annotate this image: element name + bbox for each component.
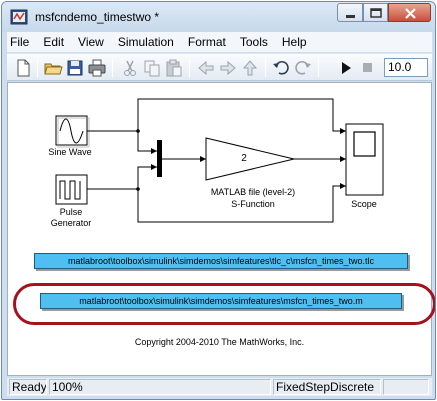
- m-file-link[interactable]: matlabroot\toolbox\simulink\simdemos\sim…: [40, 293, 402, 309]
- menu-bar: File Edit View Simulation Format Tools H…: [7, 32, 432, 52]
- toolbar-separator: [189, 59, 190, 77]
- menu-format[interactable]: Format: [187, 35, 226, 49]
- copyright-text: Copyright 2004-2010 The MathWorks, Inc.: [134, 337, 305, 347]
- gain-value: 2: [241, 153, 247, 164]
- sine-wave-block[interactable]: [55, 115, 90, 148]
- paste-icon[interactable]: [164, 58, 184, 78]
- block-diagram: [55, 98, 384, 223]
- start-simulation-icon[interactable]: [336, 58, 356, 78]
- cut-icon[interactable]: [120, 58, 140, 78]
- sfunction-label-line1: MATLAB file (level-2): [210, 187, 296, 197]
- toolbar-separator: [37, 59, 38, 77]
- minimize-button[interactable]: [337, 3, 363, 22]
- toolbar-separator: [265, 59, 266, 77]
- maximize-icon: [370, 8, 382, 18]
- status-solver: FixedStepDiscrete: [273, 379, 381, 395]
- stop-simulation-icon[interactable]: [358, 58, 378, 78]
- open-folder-icon[interactable]: [43, 58, 63, 78]
- new-model-icon[interactable]: [13, 58, 33, 78]
- pulse-generator-label-line2: Generator: [50, 218, 92, 228]
- arrowheads: [136, 128, 346, 191]
- sfunction-label-line2: S-Function: [231, 199, 275, 209]
- window-title: msfcndemo_timestwo *: [35, 10, 160, 24]
- menu-help[interactable]: Help: [281, 35, 307, 49]
- pulse-generator-label-line1: Pulse: [59, 207, 83, 217]
- back-arrow-icon[interactable]: [196, 58, 216, 78]
- title-bar[interactable]: msfcndemo_timestwo *: [2, 2, 435, 32]
- scope-block[interactable]: [345, 123, 384, 196]
- menu-file[interactable]: File: [10, 35, 30, 49]
- menu-view[interactable]: View: [78, 35, 104, 49]
- status-state: Ready: [9, 379, 47, 395]
- model-canvas[interactable]: Sine Wave Pulse Generator 2 MATLAB file …: [7, 82, 435, 376]
- undo-icon[interactable]: [271, 58, 291, 78]
- minimize-icon: [346, 15, 355, 18]
- menu-simulation[interactable]: Simulation: [117, 35, 174, 49]
- toolbar-separator: [112, 59, 113, 77]
- copy-icon[interactable]: [142, 58, 162, 78]
- menu-edit[interactable]: Edit: [43, 35, 65, 49]
- toolbar-separator: [318, 59, 319, 77]
- maximize-button[interactable]: [363, 3, 388, 22]
- mux-block[interactable]: [157, 140, 162, 177]
- close-button[interactable]: [388, 3, 431, 22]
- print-icon[interactable]: [87, 58, 107, 78]
- status-extra: [383, 379, 429, 395]
- forward-arrow-icon[interactable]: [218, 58, 238, 78]
- simulink-app-icon: [10, 9, 28, 25]
- menu-tools[interactable]: Tools: [239, 35, 268, 49]
- up-arrow-icon[interactable]: [240, 58, 260, 78]
- save-icon[interactable]: [65, 58, 85, 78]
- redo-icon[interactable]: [293, 58, 313, 78]
- stop-time-input[interactable]: 10.0: [384, 58, 428, 77]
- status-bar: Ready 100% FixedStepDiscrete: [7, 378, 432, 396]
- pulse-generator-block[interactable]: [55, 174, 88, 205]
- toolbar: 10.0: [7, 53, 432, 81]
- sine-wave-label: Sine Wave: [48, 147, 92, 157]
- scope-label: Scope: [351, 199, 377, 209]
- status-zoom: 100%: [49, 379, 271, 395]
- tlc-file-link[interactable]: matlabroot\toolbox\simulink\simdemos\sim…: [34, 253, 408, 269]
- close-icon: [405, 8, 416, 19]
- signal-lines: [87, 98, 346, 223]
